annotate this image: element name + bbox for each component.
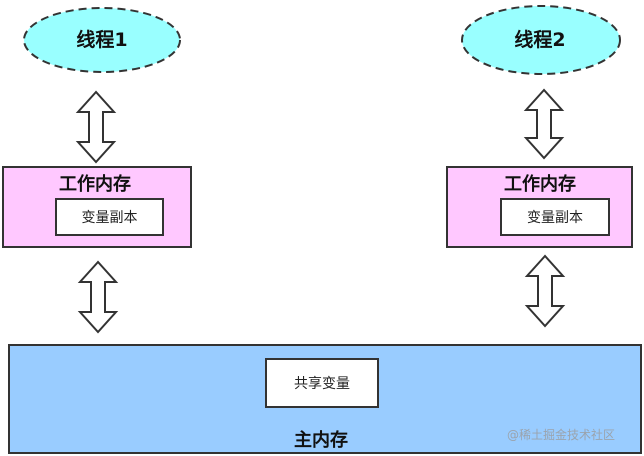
main-memory-label: 主内存 bbox=[294, 430, 348, 451]
thread-2-label: 线程2 bbox=[514, 29, 566, 51]
shared-variable: 共享变量 bbox=[265, 358, 379, 408]
working-memory-1-title: 工作内存 bbox=[59, 174, 131, 195]
thread-2-ellipse bbox=[461, 5, 621, 75]
arrow-working-memory2-main-memory-icon bbox=[524, 254, 566, 328]
arrow-thread1-working-memory-icon bbox=[75, 90, 117, 164]
variable-copy-1-label: 变量副本 bbox=[81, 210, 138, 226]
shared-variable-label: 共享变量 bbox=[294, 376, 350, 392]
variable-copy-1: 变量副本 bbox=[55, 198, 164, 236]
watermark: @稀土掘金技术社区 bbox=[507, 428, 616, 442]
variable-copy-2: 变量副本 bbox=[500, 198, 610, 236]
arrow-thread2-working-memory-icon bbox=[523, 88, 565, 160]
arrow-working-memory1-main-memory-icon bbox=[77, 260, 119, 334]
working-memory-2-title: 工作内存 bbox=[504, 174, 576, 195]
variable-copy-2-label: 变量副本 bbox=[527, 210, 583, 226]
thread-1-label: 线程1 bbox=[76, 29, 128, 51]
thread-1-ellipse bbox=[23, 7, 181, 73]
